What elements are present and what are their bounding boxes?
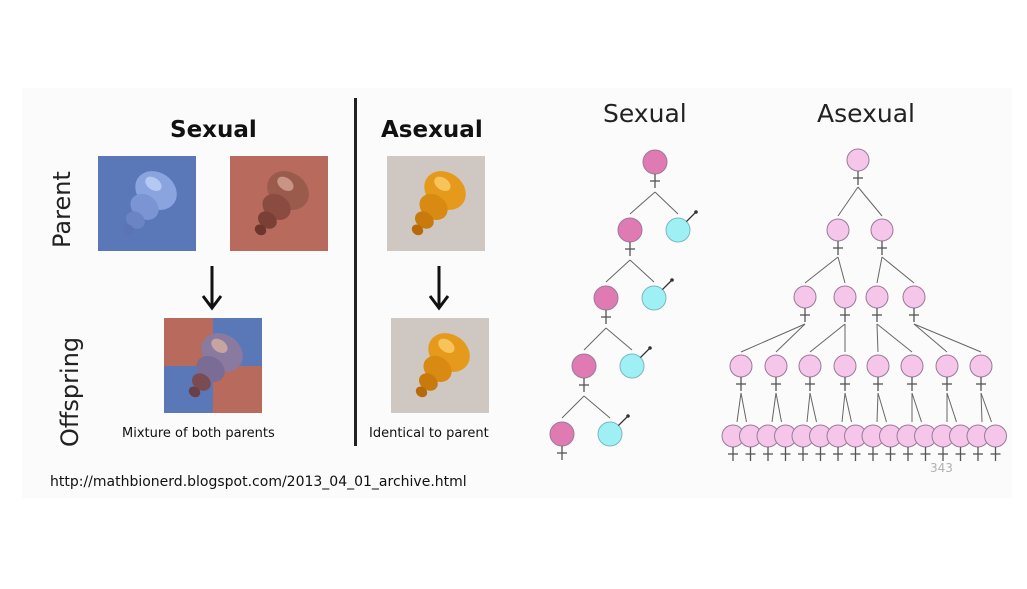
sexual-tree-title: Sexual: [603, 99, 687, 128]
asexual-last-link-a-3: [841, 392, 846, 423]
asexual-node-g3-0: [729, 354, 753, 378]
sexual-female-node-0: [642, 149, 668, 175]
sexual-male-node-4-arrow: [617, 415, 629, 427]
asexual-node-g3-4: [866, 354, 890, 378]
asexual-link-g3-1: [775, 323, 806, 353]
sexual-link-right-2: [629, 259, 655, 283]
asexual-link-g2-3: [881, 256, 915, 284]
sexual-male-node-4-arrowhead: [626, 414, 630, 418]
asexual-node-g2-1: [833, 285, 857, 309]
asexual-last-link-a-4: [876, 392, 879, 423]
asexual-node-g3-2: [798, 354, 822, 378]
sexual-link-right-4: [583, 395, 611, 419]
gold-snail-offspring-image: [391, 318, 489, 413]
source-url-link[interactable]: http://mathbionerd.blogspot.com/2013_04_…: [50, 474, 467, 490]
sexual-male-node-2: [641, 285, 667, 311]
sexual-female-node-3: [571, 353, 597, 379]
sexual-link-left-2: [605, 259, 631, 283]
sexual-male-node-1-arrow: [685, 211, 697, 223]
asexual-last-link-a-7: [980, 392, 983, 423]
asexual-link-g3-0: [740, 323, 806, 353]
asexual-node-g2-0: [793, 285, 817, 309]
asexual-last-link-a-2: [806, 392, 811, 423]
asexual-last-link-b-3: [844, 392, 852, 423]
asexual-node-g3-1: [764, 354, 788, 378]
asexual-last-link-b-1: [775, 392, 782, 423]
asexual-link-g3-6: [913, 323, 948, 353]
asexual-arrow-down-icon: [428, 266, 450, 311]
asexual-link-g3-4: [876, 323, 879, 353]
asexual-node-g2-2: [865, 285, 889, 309]
sexual-male-node-1-arrowhead: [694, 210, 698, 214]
asexual-link-g3-2: [809, 323, 846, 353]
sexual-link-left-1: [629, 191, 656, 215]
asexual-link-g1-0: [837, 186, 859, 217]
sexual-link-right-3: [605, 327, 633, 351]
asexual-node-g3-5: [900, 354, 924, 378]
asexual-node-g3-7: [969, 354, 993, 378]
sexual-link-left-4: [561, 395, 585, 419]
asexual-node-g4-15: [984, 424, 1007, 448]
panel-divider: [354, 98, 357, 446]
asexual-tree-title: Asexual: [817, 99, 915, 128]
asexual-link-g3-5: [876, 323, 913, 353]
asexual-link-g2-2: [876, 256, 883, 284]
asexual-last-link-a-0: [736, 392, 742, 423]
sexual-male-node-3: [619, 353, 645, 379]
sexual-male-node-1: [665, 217, 691, 243]
asexual-link-g2-1: [837, 256, 846, 284]
asexual-node-g1-0: [826, 218, 850, 242]
asexual-header: Asexual: [381, 117, 483, 143]
asexual-last-link-b-2: [809, 392, 817, 423]
sexual-header: Sexual: [170, 117, 257, 143]
sexual-link-left-3: [583, 327, 607, 351]
sexual-male-node-2-arrowhead: [670, 278, 674, 282]
asexual-link-g1-1: [857, 186, 883, 217]
sexual-male-node-3-arrowhead: [648, 346, 652, 350]
blue-snail-parent-image: [98, 156, 196, 251]
gold-snail-parent-image: [387, 156, 485, 251]
asexual-last-link-b-5: [911, 392, 922, 423]
asexual-last-link-b-6: [946, 392, 957, 423]
asexual-last-link-b-7: [980, 392, 992, 423]
sexual-link-right-1: [654, 191, 679, 215]
asexual-caption: Identical to parent: [369, 426, 489, 441]
asexual-last-link-b-0: [740, 392, 747, 423]
slide-number: 343: [930, 461, 953, 475]
asexual-node-g3-3: [833, 354, 857, 378]
asexual-link-g3-7: [913, 323, 982, 353]
asexual-node-g2-3: [902, 285, 926, 309]
sexual-caption: Mixture of both parents: [122, 426, 275, 441]
red-snail-parent-image: [230, 156, 328, 251]
asexual-node-g0-0: [846, 148, 870, 172]
asexual-node-g3-6: [935, 354, 959, 378]
sexual-female-node-1: [617, 217, 643, 243]
sexual-male-node-2-arrow: [661, 279, 673, 291]
asexual-last-link-a-1: [771, 392, 777, 423]
sexual-male-node-4: [597, 421, 623, 447]
mixed-snail-offspring-image: [164, 318, 262, 413]
sexual-female-node-4: [549, 421, 575, 447]
asexual-link-g2-0: [804, 256, 839, 284]
sexual-male-node-3-arrow: [639, 347, 651, 359]
asexual-node-g1-1: [870, 218, 894, 242]
asexual-last-link-b-4: [877, 392, 887, 423]
sexual-female-node-2: [593, 285, 619, 311]
sexual-arrow-down-icon: [201, 266, 223, 311]
